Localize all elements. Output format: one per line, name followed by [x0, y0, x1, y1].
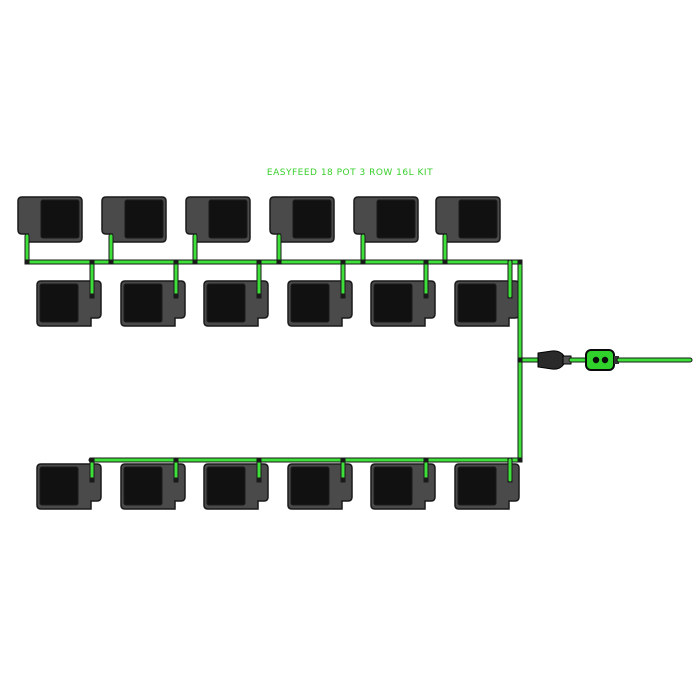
tee-connector-icon: [173, 457, 179, 463]
kit-title: EASYFEED 18 POT 3 ROW 16L KIT: [266, 168, 434, 178]
pot-well-icon: [376, 199, 416, 239]
pot-well-icon: [373, 466, 413, 506]
tee-connector-icon: [256, 259, 262, 265]
pot-well-icon: [206, 283, 246, 323]
pot-well-icon: [39, 466, 79, 506]
pot-well-icon: [290, 466, 330, 506]
tee-connector-icon: [423, 477, 429, 483]
tee-connector-icon: [340, 477, 346, 483]
tee-connector-icon: [173, 293, 179, 299]
tee-connector-icon: [89, 293, 95, 299]
pot-well-icon: [292, 199, 332, 239]
tee-connector-icon: [89, 477, 95, 483]
pot-well-icon: [123, 283, 163, 323]
filter-icon: [537, 350, 565, 370]
timer-dial-icon: [592, 356, 600, 364]
tee-connector-icon: [423, 293, 429, 299]
pot-well-icon: [124, 199, 164, 239]
pot-well-icon: [123, 466, 163, 506]
pot-well-icon: [457, 466, 497, 506]
pot-well-icon: [208, 199, 248, 239]
tee-connector-icon: [256, 293, 262, 299]
tee-connector-icon: [517, 457, 523, 463]
pot-well-icon: [290, 283, 330, 323]
pot-well-icon: [206, 466, 246, 506]
tee-connector-icon: [89, 457, 95, 463]
pot-well-icon: [40, 199, 80, 239]
tee-connector-icon: [108, 259, 114, 265]
pot-well-icon: [458, 199, 498, 239]
tee-connector-icon: [192, 259, 198, 265]
tee-connector-icon: [517, 357, 523, 363]
tee-connector-icon: [340, 457, 346, 463]
tee-connector-icon: [423, 457, 429, 463]
tee-connector-icon: [89, 259, 95, 265]
pot-well-icon: [457, 283, 497, 323]
timer-valve-icon: [585, 349, 615, 371]
tee-connector-icon: [24, 259, 30, 265]
tee-connector-icon: [256, 457, 262, 463]
tee-connector-icon: [276, 259, 282, 265]
pot-well-icon: [373, 283, 413, 323]
tee-connector-icon: [173, 259, 179, 265]
tee-connector-icon: [442, 259, 448, 265]
tee-connector-icon: [423, 259, 429, 265]
tee-connector-icon: [256, 477, 262, 483]
pot-well-icon: [39, 283, 79, 323]
tee-connector-icon: [340, 259, 346, 265]
tee-connector-icon: [517, 259, 523, 265]
tee-connector-icon: [340, 293, 346, 299]
timer-dial-icon: [601, 356, 609, 364]
tee-connector-icon: [360, 259, 366, 265]
tee-connector-icon: [173, 477, 179, 483]
